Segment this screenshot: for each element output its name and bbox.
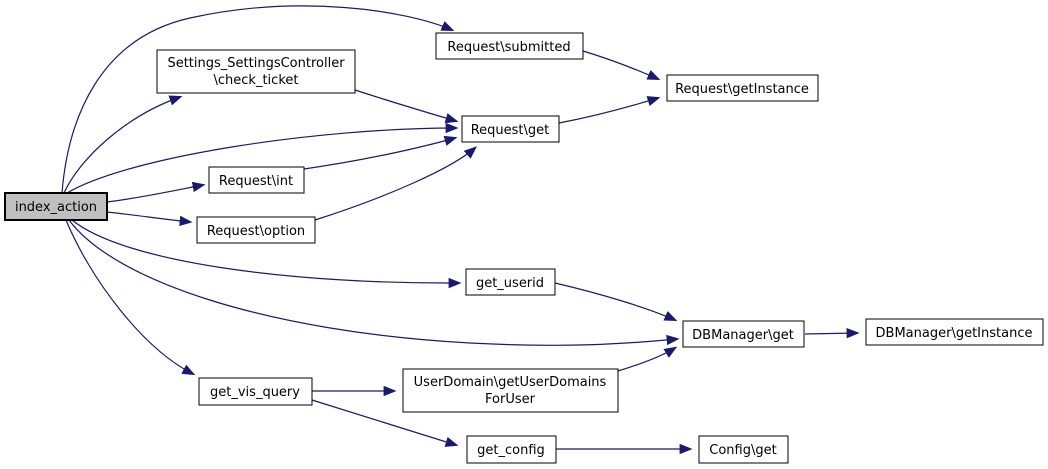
- node-box-get_vis_query[interactable]: [198, 377, 313, 406]
- node-label-index_action: index_action: [15, 200, 97, 215]
- edge-get_userid-to-dbmanager_get: [554, 282, 678, 322]
- edge-request_get-to-request_getinstance: [558, 96, 661, 124]
- node-get_config[interactable]: get_config: [466, 435, 557, 464]
- edge-index_action-to-request_int: [106, 181, 206, 203]
- edge-index_action-to-dbmanager_get: [68, 219, 680, 346]
- node-label-settings_check_ticket-line2: \check_ticket: [214, 73, 299, 88]
- nodes-layer: index_action Settings_SettingsController…: [4, 32, 1044, 464]
- edges-layer: [61, 5, 860, 455]
- node-box-get_config[interactable]: [466, 435, 557, 464]
- node-label-get_config: get_config: [477, 443, 545, 458]
- node-label-settings_check_ticket-line1: Settings_SettingsController: [167, 56, 345, 71]
- node-label-userdomain_getuserdomainsforuser-line1: UserDomain\getUserDomains: [414, 375, 607, 390]
- node-box-request_submitted[interactable]: [435, 32, 584, 60]
- edge-request_option-to-request_get: [314, 146, 477, 221]
- node-dbmanager_getinstance[interactable]: DBManager\getInstance: [865, 318, 1044, 346]
- edge-index_action-to-get_vis_query: [65, 219, 196, 376]
- node-box-dbmanager_getinstance[interactable]: [865, 318, 1044, 346]
- edge-index_action-to-request_option: [106, 211, 193, 227]
- edge-userdomain_getuserdomainsforuser-to-dbmanager_get: [617, 346, 678, 372]
- node-box-userdomain_getuserdomainsforuser[interactable]: [402, 368, 619, 413]
- node-box-get_userid[interactable]: [465, 268, 556, 296]
- node-request_submitted[interactable]: Request\submitted: [435, 32, 584, 60]
- node-label-request_submitted: Request\submitted: [447, 40, 570, 55]
- edge-index_action-to-settings_check_ticket: [63, 95, 183, 194]
- node-box-index_action[interactable]: [4, 192, 108, 221]
- node-box-request_int[interactable]: [208, 166, 305, 194]
- edge-index_action-to-request_get: [66, 122, 459, 194]
- edge-settings_check_ticket-to-request_get: [354, 89, 459, 124]
- node-label-config_get: Config\get: [709, 443, 776, 458]
- node-label-request_getinstance: Request\getInstance: [675, 82, 809, 97]
- node-label-userdomain_getuserdomainsforuser-line2: ForUser: [485, 392, 536, 407]
- edge-request_int-to-request_get: [303, 135, 458, 170]
- node-request_get[interactable]: Request\get: [461, 115, 560, 143]
- node-label-request_option: Request\option: [207, 224, 305, 239]
- node-get_vis_query[interactable]: get_vis_query: [198, 377, 313, 406]
- node-box-request_get[interactable]: [461, 115, 560, 143]
- node-label-dbmanager_getinstance: DBManager\getInstance: [876, 326, 1033, 341]
- node-box-config_get[interactable]: [698, 435, 789, 464]
- edge-index_action-to-get_userid: [71, 219, 462, 289]
- node-label-dbmanager_get: DBManager\get: [692, 328, 794, 343]
- node-label-request_get: Request\get: [471, 123, 550, 138]
- node-request_option[interactable]: Request\option: [196, 216, 316, 244]
- node-box-dbmanager_get[interactable]: [682, 320, 805, 348]
- node-label-get_userid: get_userid: [476, 276, 544, 291]
- node-index_action[interactable]: index_action: [4, 192, 108, 221]
- node-get_userid[interactable]: get_userid: [465, 268, 556, 296]
- edge-request_submitted-to-request_getinstance: [582, 50, 661, 81]
- node-label-request_int: Request\int: [219, 174, 293, 189]
- node-userdomain_getuserdomainsforuser[interactable]: UserDomain\getUserDomains ForUser: [402, 368, 619, 413]
- node-settings_check_ticket[interactable]: Settings_SettingsController \check_ticke…: [156, 49, 356, 94]
- node-config_get[interactable]: Config\get: [698, 435, 789, 464]
- node-label-get_vis_query: get_vis_query: [210, 385, 300, 400]
- edge-index_action-to-request_submitted: [61, 5, 455, 194]
- node-box-request_option[interactable]: [196, 216, 316, 244]
- node-dbmanager_get[interactable]: DBManager\get: [682, 320, 805, 348]
- node-box-request_getinstance[interactable]: [666, 74, 819, 102]
- node-request_getinstance[interactable]: Request\getInstance: [666, 74, 819, 102]
- edge-get_vis_query-to-get_config: [311, 399, 459, 447]
- node-box-settings_check_ticket[interactable]: [156, 49, 356, 94]
- edge-dbmanager_get-to-dbmanager_getinstance: [804, 328, 860, 339]
- node-request_int[interactable]: Request\int: [208, 166, 305, 194]
